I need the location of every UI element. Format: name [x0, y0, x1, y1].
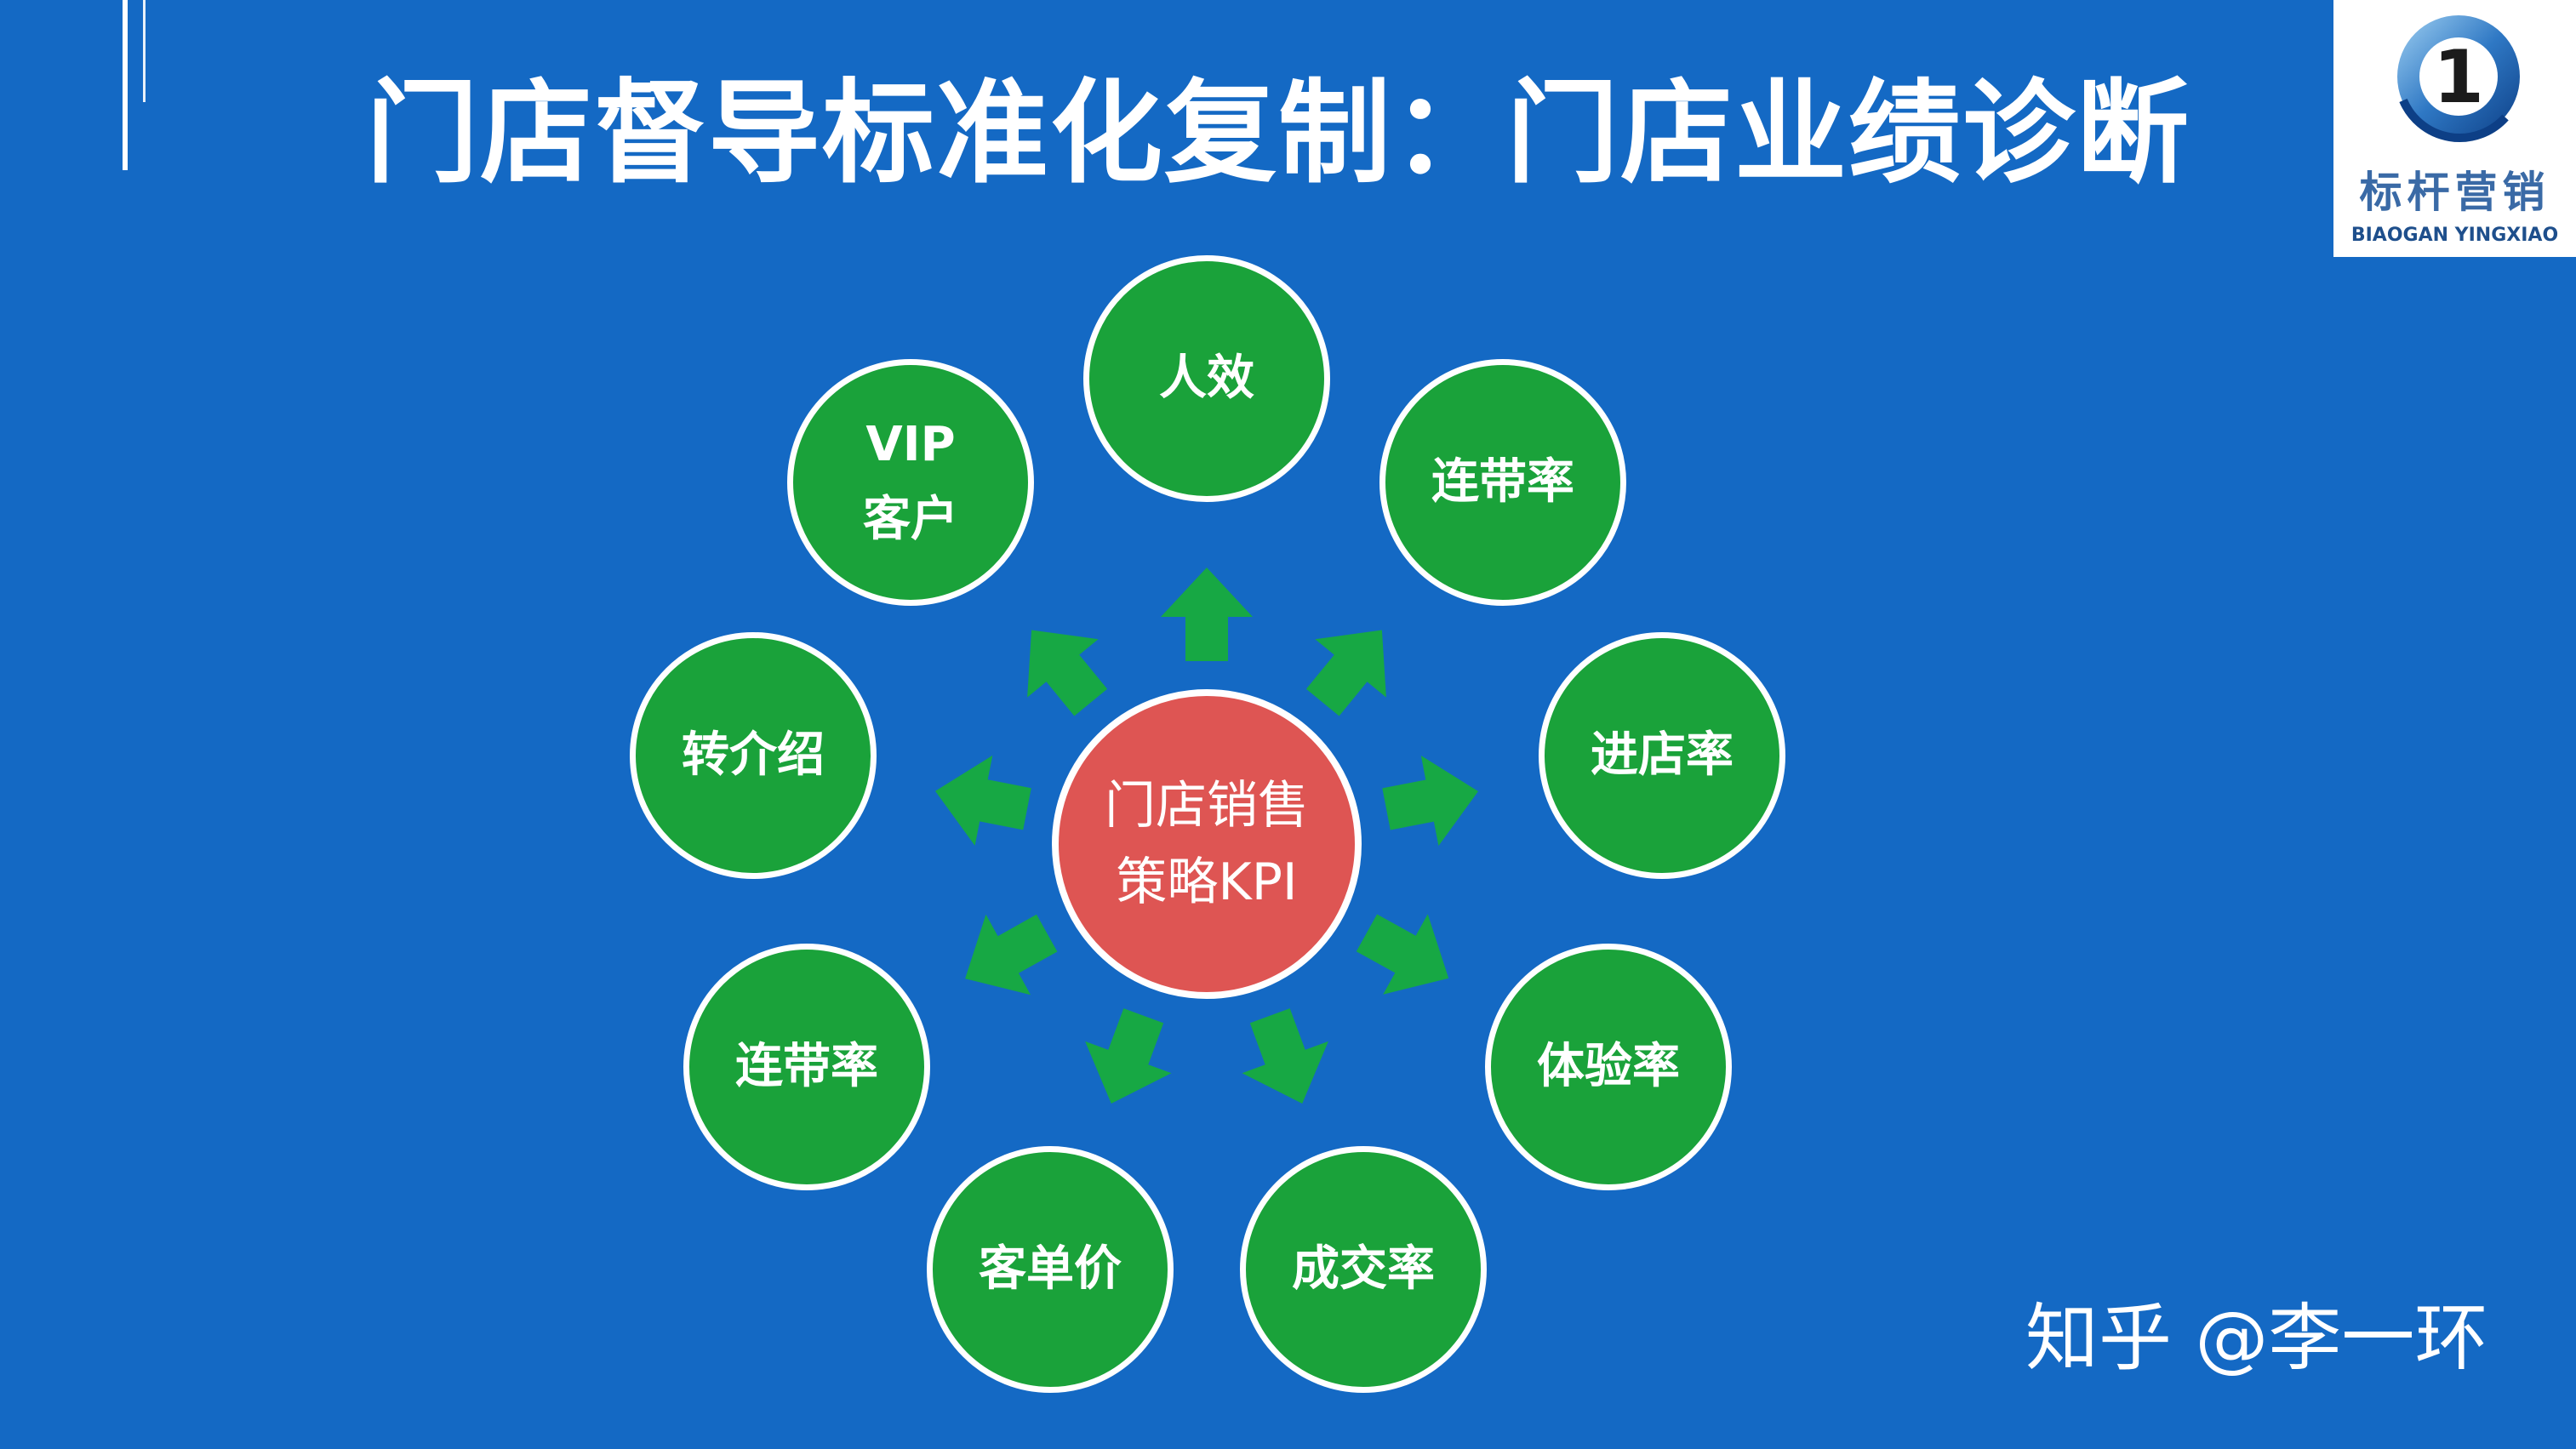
arrow-4	[1356, 914, 1449, 995]
kpi-node-label: 体验率	[1537, 1039, 1680, 1094]
kpi-node-2: 连带率	[1379, 359, 1626, 606]
kpi-node-8: 转介绍	[630, 632, 877, 879]
arrow-3	[1382, 756, 1478, 847]
center-node: 门店销售策略KPI	[1052, 689, 1362, 999]
kpi-node-5: 成交率	[1240, 1146, 1487, 1393]
slide-title: 门店督导标准化复制：门店业绩诊断	[366, 68, 2190, 199]
logo-name-cn: 标杆营销	[2359, 168, 2550, 217]
center-label: 门店销售策略KPI	[1105, 776, 1309, 912]
kpi-node-label: 客单价	[979, 1241, 1122, 1297]
kpi-node-9: VIP客户	[787, 359, 1034, 606]
kpi-node-6: 客单价	[927, 1146, 1174, 1393]
kpi-node-4: 体验率	[1485, 944, 1732, 1190]
arrow-8	[935, 755, 1031, 846]
kpi-node-label: 人效	[1159, 351, 1254, 406]
logo-emblem-icon: 1	[2397, 15, 2520, 142]
arrow-1	[1161, 568, 1253, 661]
svg-text:1: 1	[2433, 35, 2484, 120]
kpi-node-label: 连带率	[735, 1039, 878, 1094]
decorative-bar	[123, 0, 128, 170]
kpi-node-label: VIP客户	[863, 417, 958, 547]
kpi-node-label: 连带率	[1431, 454, 1574, 510]
logo-name-en: BIAOGAN YINGXIAO	[2350, 225, 2559, 246]
kpi-node-7: 连带率	[683, 944, 930, 1190]
arrow-9	[1027, 630, 1108, 716]
arrow-6	[1085, 1008, 1172, 1104]
kpi-node-1: 人效	[1083, 255, 1330, 502]
arrow-5	[1242, 1008, 1328, 1104]
kpi-node-3: 进店率	[1539, 632, 1785, 879]
watermark: 知乎 @李一环	[2025, 1296, 2488, 1381]
kpi-node-label: 进店率	[1591, 727, 1734, 783]
kpi-node-label: 转介绍	[682, 727, 825, 783]
arrow-2	[1305, 630, 1386, 716]
decorative-bar	[143, 0, 146, 102]
arrow-7	[965, 914, 1058, 995]
brand-logo: 1 标杆营销 BIAOGAN YINGXIAO	[2333, 0, 2576, 257]
kpi-node-label: 成交率	[1292, 1241, 1435, 1297]
